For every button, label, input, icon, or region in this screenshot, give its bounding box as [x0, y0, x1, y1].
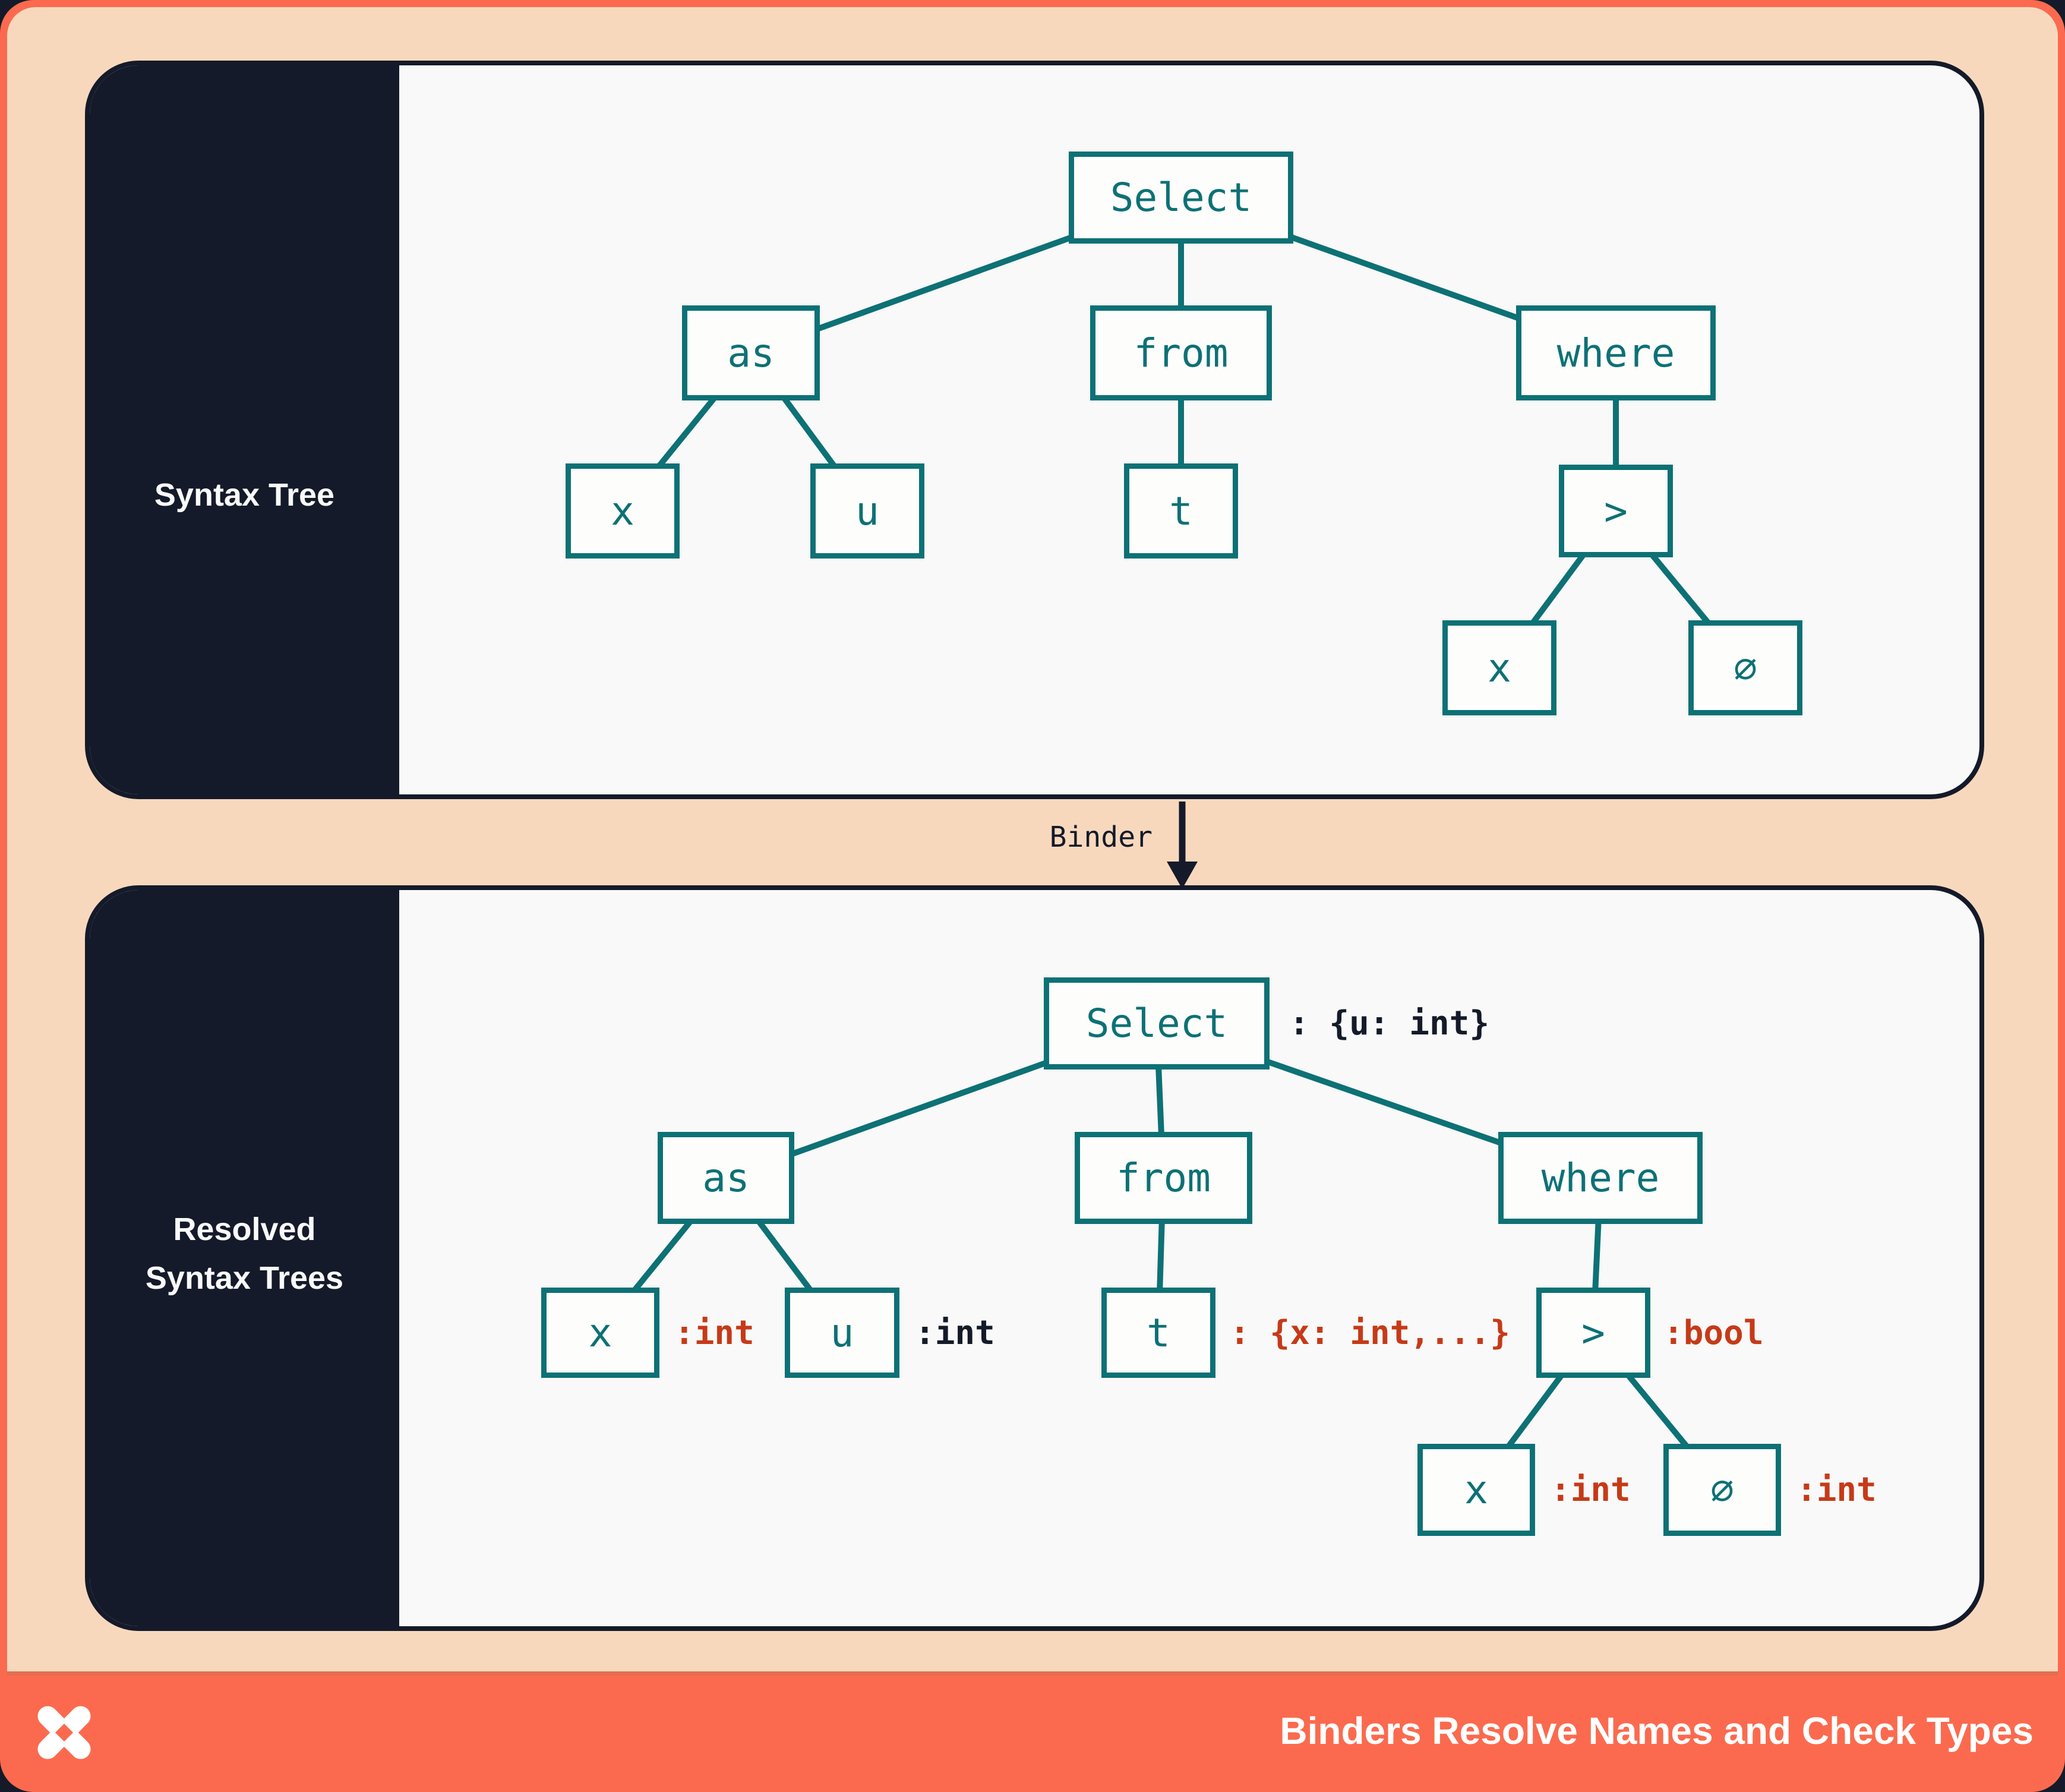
syntax-tree-sidebar: Syntax Tree — [90, 65, 399, 794]
node-as: as — [682, 305, 820, 400]
node-x-right: x — [1442, 620, 1556, 715]
node-t: t — [1124, 463, 1238, 559]
node-x-left: x — [566, 463, 680, 559]
resolved-node-x-left: x — [541, 1288, 659, 1378]
node-where: where — [1516, 305, 1716, 400]
node-greater-than: > — [1559, 465, 1673, 557]
resolved-node-t: t — [1101, 1288, 1215, 1378]
resolved-syntax-trees-sidebar: Resolved Syntax Trees — [90, 890, 399, 1626]
resolved-node-x-right: x — [1417, 1444, 1535, 1536]
type-annotation-select: : {u: int} — [1289, 1004, 1490, 1043]
footer-title: Binders Resolve Names and Check Types — [1280, 1709, 2034, 1752]
node-from: from — [1090, 305, 1272, 400]
type-annotation-greater-than: :bool — [1663, 1313, 1764, 1352]
node-zero: ∅ — [1688, 620, 1802, 715]
binder-label: Binder — [1049, 821, 1153, 854]
type-annotation-u: :int — [915, 1313, 995, 1352]
node-select: Select — [1069, 152, 1293, 244]
resolved-node-from: from — [1075, 1132, 1252, 1224]
resolved-node-where: where — [1498, 1132, 1703, 1224]
resolved-node-zero: ∅ — [1663, 1444, 1781, 1536]
type-annotation-t: : {x: int,...} — [1230, 1313, 1511, 1352]
resolved-node-select: Select — [1044, 977, 1270, 1069]
node-u: u — [810, 463, 924, 559]
resolved-node-u: u — [785, 1288, 899, 1378]
type-annotation-x-left: :int — [674, 1313, 754, 1352]
resolved-node-greater-than: > — [1536, 1288, 1650, 1378]
resolved-panel-title-line1: Resolved — [173, 1212, 316, 1247]
resolved-node-as: as — [658, 1132, 794, 1224]
type-annotation-zero: :int — [1796, 1471, 1877, 1509]
resolved-panel-title-line2: Syntax Trees — [145, 1260, 344, 1296]
syntax-tree-panel-title: Syntax Tree — [154, 477, 335, 513]
type-annotation-x-right: :int — [1551, 1471, 1631, 1509]
pinwheel-star-logo-icon — [37, 1706, 91, 1759]
syntax-tree-panel: Syntax Tree — [85, 61, 1984, 799]
